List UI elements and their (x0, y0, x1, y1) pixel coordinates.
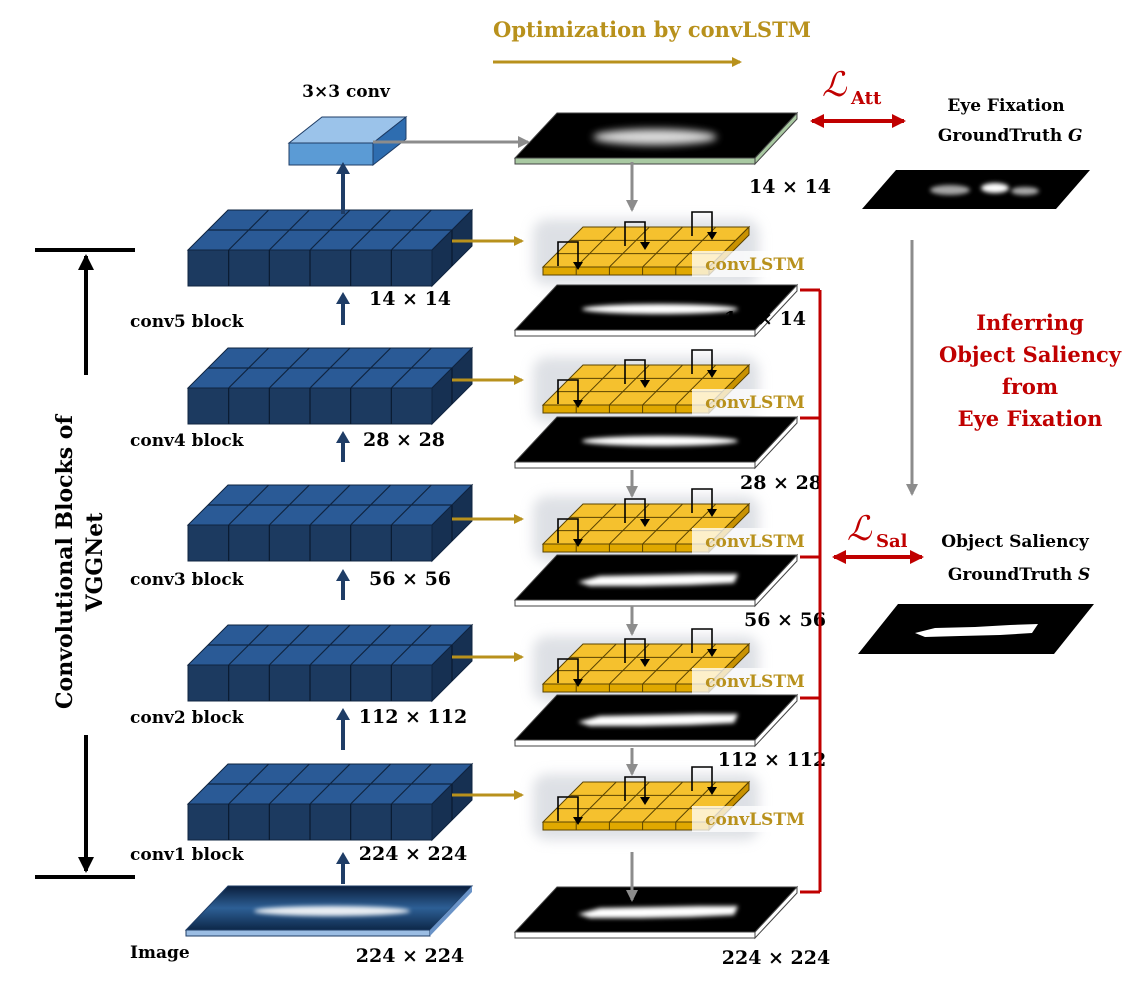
convlstm-label: convLSTM (705, 393, 805, 413)
vgg-block-label: conv4 block (130, 431, 245, 451)
convlstm-module: convLSTM (533, 349, 812, 423)
saliency-map-size: 14 × 14 (749, 176, 831, 198)
vgg-block-3: conv3 block 56 × 56 (130, 483, 474, 590)
image-size: 224 × 224 (356, 945, 464, 967)
inferring-line: Object Saliency (939, 342, 1122, 367)
vgg-block-size: 224 × 224 (359, 843, 467, 865)
saliency-map-3: 28 × 28 (513, 415, 822, 494)
inferring-line: Eye Fixation (958, 406, 1103, 431)
convlstm-module: convLSTM (533, 628, 812, 702)
saliency-map-5: 112 × 112 (513, 693, 826, 771)
vgg-block-size: 14 × 14 (369, 288, 451, 310)
inferring-line: Inferring (976, 310, 1084, 335)
vgg-block-size: 56 × 56 (369, 568, 451, 590)
red-bracket (800, 288, 822, 894)
saliency-map-size: 112 × 112 (718, 749, 826, 771)
inferring-line: from (1002, 374, 1058, 399)
vgg-block-size: 28 × 28 (363, 429, 445, 451)
vgg-block-5: conv5 block 14 × 14 (130, 208, 474, 332)
block-to-lstm-arrows (452, 236, 524, 800)
vgg-block-label: conv1 block (130, 845, 245, 865)
convlstm-module: convLSTM (533, 211, 812, 285)
eye-fixation-line2: GroundTruth (938, 126, 1062, 146)
saliency-map-4: 56 × 56 (513, 553, 826, 631)
saliency-map-size: 14 × 14 (724, 308, 806, 330)
vertical-label: Convolutional Blocks of VGGNet (52, 414, 108, 709)
eye-fixation-line1: Eye Fixation (947, 96, 1064, 116)
saliency-map-6: 224 × 224 (513, 885, 830, 969)
vgg-block-label: conv2 block (130, 708, 245, 728)
loss-att-subscript: Att (850, 88, 882, 109)
loss-sal-symbol: ℒ (847, 509, 873, 549)
conv3x3-label: 3×3 conv (302, 82, 391, 102)
convlstm-label: convLSTM (705, 672, 805, 692)
vgg-block-label: conv3 block (130, 570, 245, 590)
convlstm-label: convLSTM (705, 532, 805, 552)
saliency-map-size: 56 × 56 (744, 609, 826, 631)
top-title: Optimization by convLSTM (493, 17, 811, 42)
saliency-map-size: 224 × 224 (722, 947, 830, 969)
convlstm-label: convLSTM (705, 810, 805, 830)
eye-fixation-var: G (1068, 126, 1083, 146)
vgg-block-4: conv4 block 28 × 28 (130, 346, 474, 451)
object-saliency-line1: Object Saliency (941, 532, 1090, 552)
convlstm-module: convLSTM (533, 488, 812, 562)
saliency-map-size: 28 × 28 (740, 472, 822, 494)
loss-att-symbol: ℒ (822, 65, 848, 105)
object-saliency-map (858, 604, 1094, 654)
vertical-label-line1: Convolutional Blocks of (52, 414, 78, 709)
convlstm-module: convLSTM (533, 766, 812, 840)
vgg-block-1: conv1 block 224 × 224 (130, 762, 474, 865)
loss-sal-subscript: Sal (876, 531, 908, 552)
convlstm-label: convLSTM (705, 255, 805, 275)
vgg-block-2: conv2 block 112 × 112 (130, 623, 474, 728)
saliency-map-2: 14 × 14 (513, 283, 806, 338)
object-saliency-var: S (1078, 565, 1090, 585)
object-saliency-line2: GroundTruth (948, 565, 1072, 585)
convlstm-modules: convLSTM convLSTM convLSTM convLSTM convLSTM (533, 211, 812, 840)
vgg-block-size: 112 × 112 (359, 706, 467, 728)
saliency-map-1: 14 × 14 (513, 111, 831, 198)
eye-fixation-map (862, 170, 1090, 209)
vertical-label-line2: VGGNet (82, 512, 108, 613)
image-label: Image (130, 943, 190, 963)
vgg-block-label: conv5 block (130, 312, 245, 332)
input-image (184, 885, 474, 937)
conv3x3-box (287, 115, 408, 167)
saliency-maps: 14 × 14 14 × 14 28 × 28 56 × 56 112 × 112 224… (513, 111, 831, 969)
